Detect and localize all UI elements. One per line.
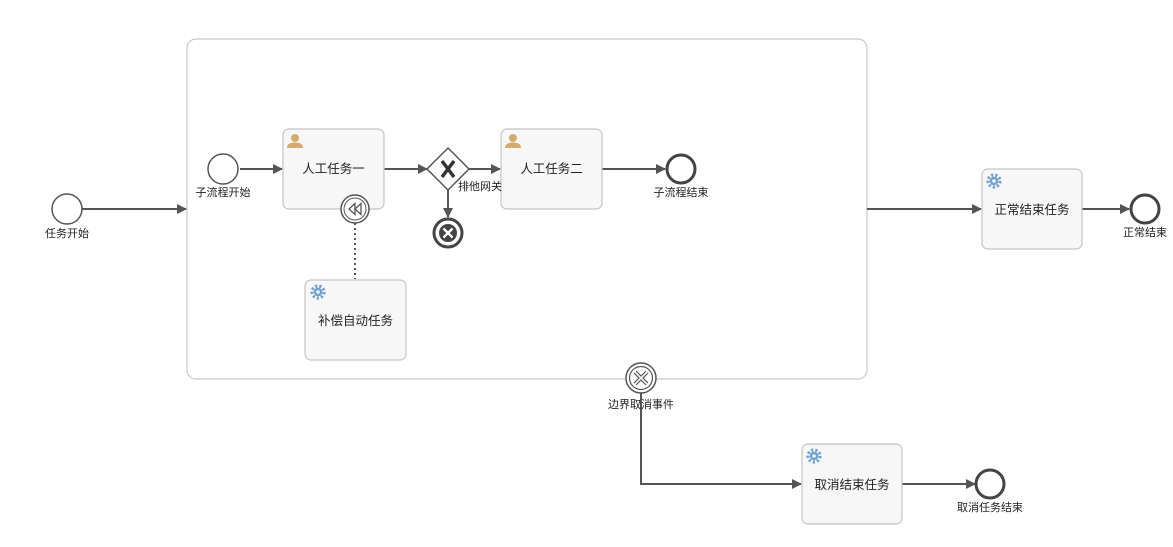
cancel-x-outline-icon [633,370,649,386]
normal-end-label: 正常结束 [1123,226,1167,239]
cancel-end-event[interactable] [974,468,1006,500]
user-task-1-label: 人工任务一 [302,161,365,176]
exclusive-gateway[interactable] [425,146,471,192]
subprocess-start-event[interactable] [207,153,239,185]
subprocess-end-label: 子流程结束 [654,185,709,199]
user-icon [505,134,521,148]
cancel-end-event-inner[interactable] [432,217,464,249]
user-task-2-label: 人工任务二 [520,161,583,176]
boundary-cancel-event[interactable] [625,362,657,394]
normal-end-event[interactable] [1129,193,1161,225]
user-icon [287,134,303,148]
gear-icon [986,173,1002,189]
gear-icon [806,448,822,464]
gateway-label: 排他网关 [458,179,502,193]
user-task-1[interactable]: 人工任务一 [282,128,385,210]
normal-end-service-task[interactable]: 正常结束任务 [981,168,1083,250]
cancel-end-label: 取消任务结束 [957,500,1023,514]
gateway-x-icon [440,159,456,179]
cancel-end-task-label: 取消结束任务 [814,477,889,492]
user-task-2[interactable]: 人工任务二 [500,128,603,210]
start-event[interactable] [51,193,83,225]
gear-icon [310,284,326,300]
compensation-task-label: 补偿自动任务 [318,313,393,328]
start-event-label: 任务开始 [45,226,89,240]
normal-end-task-label: 正常结束任务 [994,202,1069,217]
compensation-boundary-event[interactable] [340,194,370,224]
rewind-icon [348,202,362,216]
cancel-end-service-task[interactable]: 取消结束任务 [801,443,903,525]
boundary-cancel-label: 边界取消事件 [608,397,674,411]
subprocess-start-label: 子流程开始 [196,185,251,199]
compensation-service-task[interactable]: 补偿自动任务 [304,279,407,361]
flow-boundary-to-cancel-task[interactable] [640,392,802,489]
subprocess-end-event[interactable] [665,153,697,185]
cancel-x-icon [439,224,457,242]
